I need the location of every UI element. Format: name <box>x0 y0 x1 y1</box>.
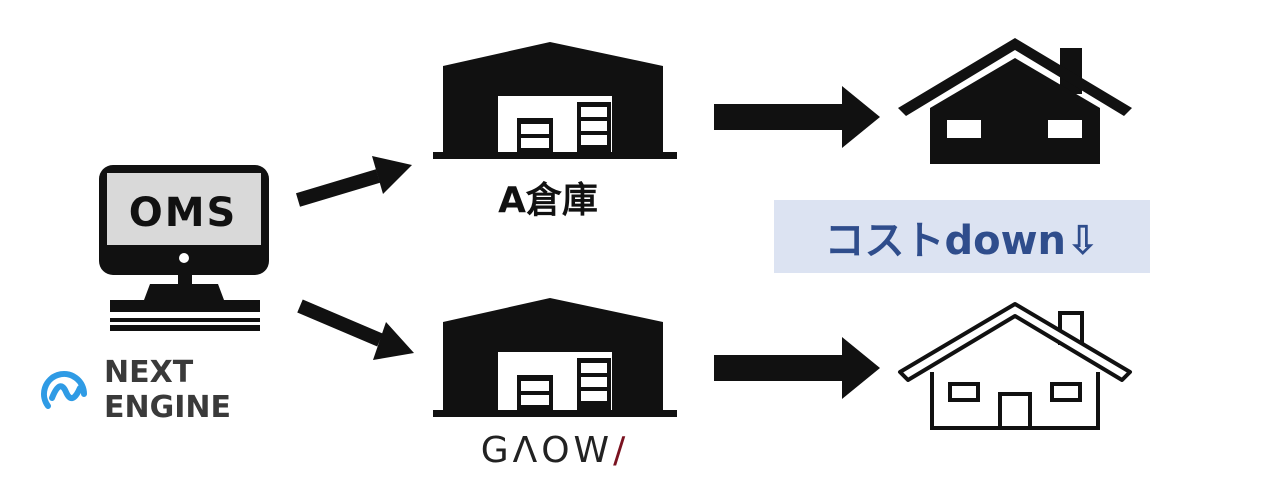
cost-down-label: コストdown⇩ <box>824 217 1100 264</box>
arrow-gaowi-to-house <box>714 337 880 399</box>
warehouse-a-icon <box>433 42 677 159</box>
oms-label: OMS <box>128 190 238 236</box>
next-engine-brand-name: NEXT ENGINE <box>104 355 231 425</box>
house-outline-icon <box>898 302 1132 430</box>
gaowi-logo-accent: / <box>613 429 630 471</box>
warehouse-a-label: A倉庫 <box>498 180 598 221</box>
house-filled-icon <box>898 38 1132 164</box>
warehouse-gaowi-icon <box>433 298 677 417</box>
arrow-oms-to-warehouse-a <box>295 156 412 207</box>
cost-down-box: コストdown⇩ <box>774 200 1150 273</box>
gaowi-logo: GΛOW/ <box>470 428 640 472</box>
next-engine-logo-icon <box>41 371 87 409</box>
computer-monitor-icon <box>99 165 269 331</box>
gaowi-logo-main: GΛOW <box>480 429 614 471</box>
arrow-warehouse-a-to-house <box>714 86 880 148</box>
arrow-oms-to-gaowi <box>297 299 414 360</box>
